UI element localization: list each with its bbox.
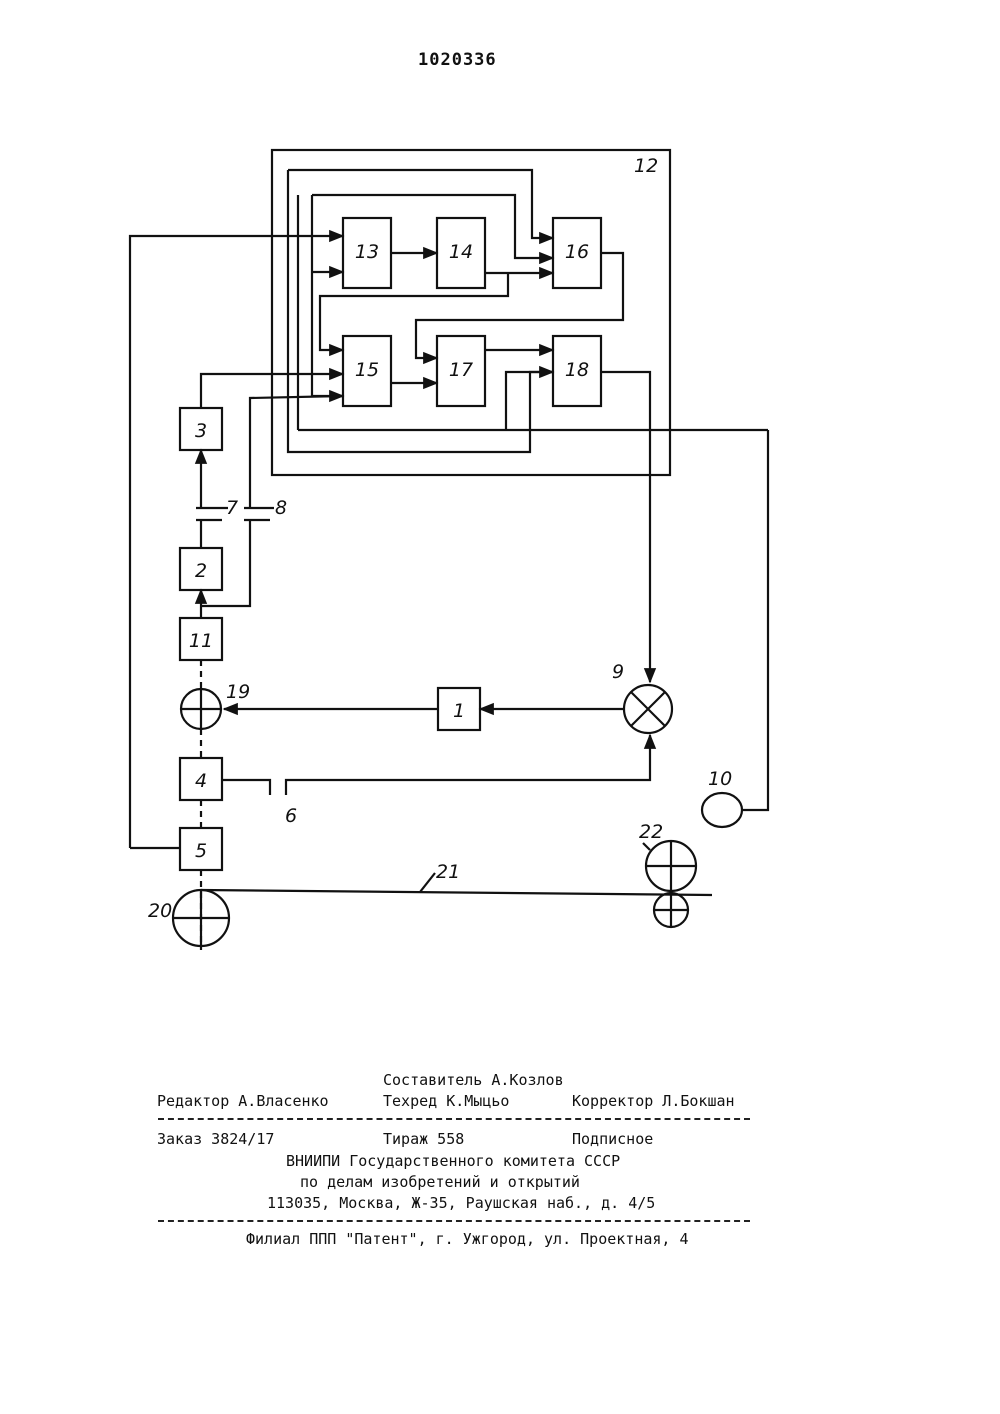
block-diagram: 13 14 16 15 17 18 3 2 11 1 4 5 6 7 8 9 1… bbox=[0, 0, 1000, 1000]
block-17-label: 17 bbox=[449, 359, 473, 381]
label-20: 20 bbox=[148, 900, 172, 922]
label-7: 7 bbox=[226, 497, 238, 519]
sensor-10 bbox=[702, 793, 742, 827]
imprint-org-line1: ВНИИПИ Государственного комитета СССР bbox=[286, 1152, 620, 1170]
imprint-editor: Редактор А.Власенко bbox=[157, 1092, 329, 1110]
label-19: 19 bbox=[226, 681, 250, 703]
block-1-label: 1 bbox=[453, 700, 465, 722]
block-11-label: 11 bbox=[189, 630, 213, 652]
block-4-label: 4 bbox=[195, 770, 207, 792]
imprint-compiler: Составитель А.Козлов bbox=[383, 1071, 564, 1089]
imprint-corrector: Корректор Л.Бокшан bbox=[572, 1092, 735, 1110]
imprint-techred: Техред К.Мыцьо bbox=[383, 1092, 509, 1110]
block-13-label: 13 bbox=[355, 241, 379, 263]
label-12: 12 bbox=[634, 155, 658, 177]
block-15-label: 15 bbox=[355, 359, 379, 381]
imprint-circulation: Тираж 558 bbox=[383, 1130, 464, 1148]
block-18-label: 18 bbox=[565, 359, 589, 381]
imprint-org-line2: по делам изобретений и открытий bbox=[300, 1173, 580, 1191]
label-6: 6 bbox=[285, 805, 297, 827]
divider-2 bbox=[158, 1220, 750, 1222]
block-16-label: 16 bbox=[565, 241, 589, 263]
label-8: 8 bbox=[275, 497, 287, 519]
label-10: 10 bbox=[708, 768, 732, 790]
block-2-label: 2 bbox=[195, 560, 207, 582]
label-22: 22 bbox=[639, 821, 663, 843]
divider-1 bbox=[158, 1118, 750, 1120]
imprint-order: Заказ 3824/17 bbox=[157, 1130, 274, 1148]
label-9: 9 bbox=[612, 661, 624, 683]
unit-12-frame bbox=[272, 150, 670, 475]
imprint-subscription: Подписное bbox=[572, 1130, 653, 1148]
block-5-label: 5 bbox=[195, 840, 207, 862]
imprint-address: 113035, Москва, Ж-35, Раушская наб., д. … bbox=[267, 1194, 655, 1212]
imprint-branch: Филиал ППП "Патент", г. Ужгород, ул. Про… bbox=[246, 1230, 689, 1248]
block-14-label: 14 bbox=[449, 241, 473, 263]
block-3-label: 3 bbox=[195, 420, 207, 442]
label-21: 21 bbox=[436, 861, 460, 883]
